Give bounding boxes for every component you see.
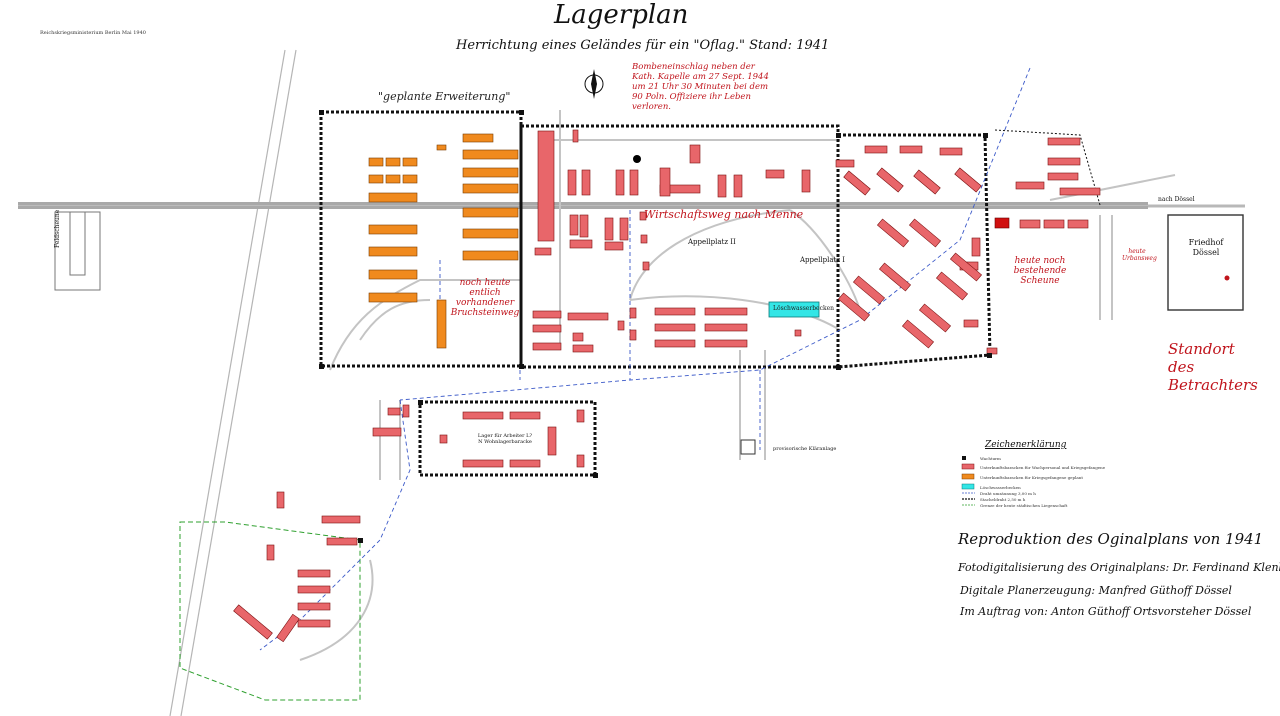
sewage-plant (740, 439, 756, 455)
railway-line (169, 49, 297, 716)
map-subtitle: Herrichtung eines Geländes für ein "Ofla… (456, 38, 830, 53)
planned-barracks (368, 133, 519, 349)
worker-camp-label: Lager für Arbeiter L? N Wohnlagerbaracke (477, 433, 533, 445)
sewage-label: provisorische Kläranlage (773, 446, 837, 452)
legend-item: Draht umzäunung 3,00 m h (980, 491, 1036, 496)
urbansweg-label: heute Urbansweg (1122, 248, 1157, 262)
legend-item: Unterkunftsbaracken für Wachpersonal und… (980, 465, 1106, 470)
bomb-note: Bombeneinschlag neben der Kath. Kapelle … (632, 62, 769, 112)
existing-barracks (266, 129, 1101, 628)
water-lines (259, 67, 1031, 651)
watchtowers (319, 110, 992, 543)
after-doessel-label: nach Dössel (1158, 196, 1195, 203)
credits-headline: Reproduktion des Oginalplans von 1941 (958, 530, 1264, 548)
field-barn-label: Feldscheune (54, 209, 61, 248)
appellplatz-1-label: Appellplatz I (800, 256, 846, 264)
legend-symbols (961, 456, 975, 506)
legend-item: Stacheldraht 2,50 m h (980, 497, 1026, 502)
planned-extension-label: "geplante Erweiterung" (378, 90, 511, 103)
viewer-location-label: Standort des Betrachters (1168, 340, 1258, 394)
farm-path-label: Wirtschaftsweg nach Menne (644, 208, 804, 221)
credits-line-3: Im Auftrag von: Anton Güthoff Ortsvorste… (960, 605, 1252, 618)
cemetery (1167, 214, 1244, 311)
legend-item: Wachturm (980, 456, 1001, 461)
legend-title: Zeichenerklärung (985, 440, 1067, 450)
main-road (18, 202, 1245, 209)
fire-pond-label: Löschwasserbecken (773, 305, 834, 312)
appellplatz-2-label: Appellplatz II (688, 238, 736, 246)
cemetery-label: Friedhof Dössel (1188, 238, 1224, 257)
ministry-note: Reichskriegsministerium Berlin Mai 1940 (40, 30, 146, 36)
north-arrow-icon (584, 69, 604, 99)
fire-pond (768, 301, 820, 318)
municipal-boundary (179, 521, 361, 701)
still-existing-barn-label: heute noch bestehende Scheune (1013, 256, 1067, 286)
camp-fences (319, 110, 1101, 477)
legend-item: Unterkunftsbaracken für Kriegsgefangene … (980, 475, 1083, 480)
credits-line-2: Digitale Planerzeugung: Manfred Güthoff … (960, 584, 1232, 597)
field-barn (54, 211, 101, 291)
still-existing-path-label: noch heute entlich vorhandener Bruchstei… (450, 278, 520, 318)
legend-item: Grenze der heute städtischen Liegenschaf… (980, 503, 1068, 508)
existing-barn (994, 217, 1010, 229)
bomb-impact-icon (633, 155, 641, 163)
map-title: Lagerplan (554, 0, 689, 30)
credits-line-1: Fotodigitalisierung des Originalplans: D… (958, 561, 1280, 574)
legend-item: Löschwasserbecken (980, 485, 1021, 490)
rotated-barracks (233, 167, 983, 643)
